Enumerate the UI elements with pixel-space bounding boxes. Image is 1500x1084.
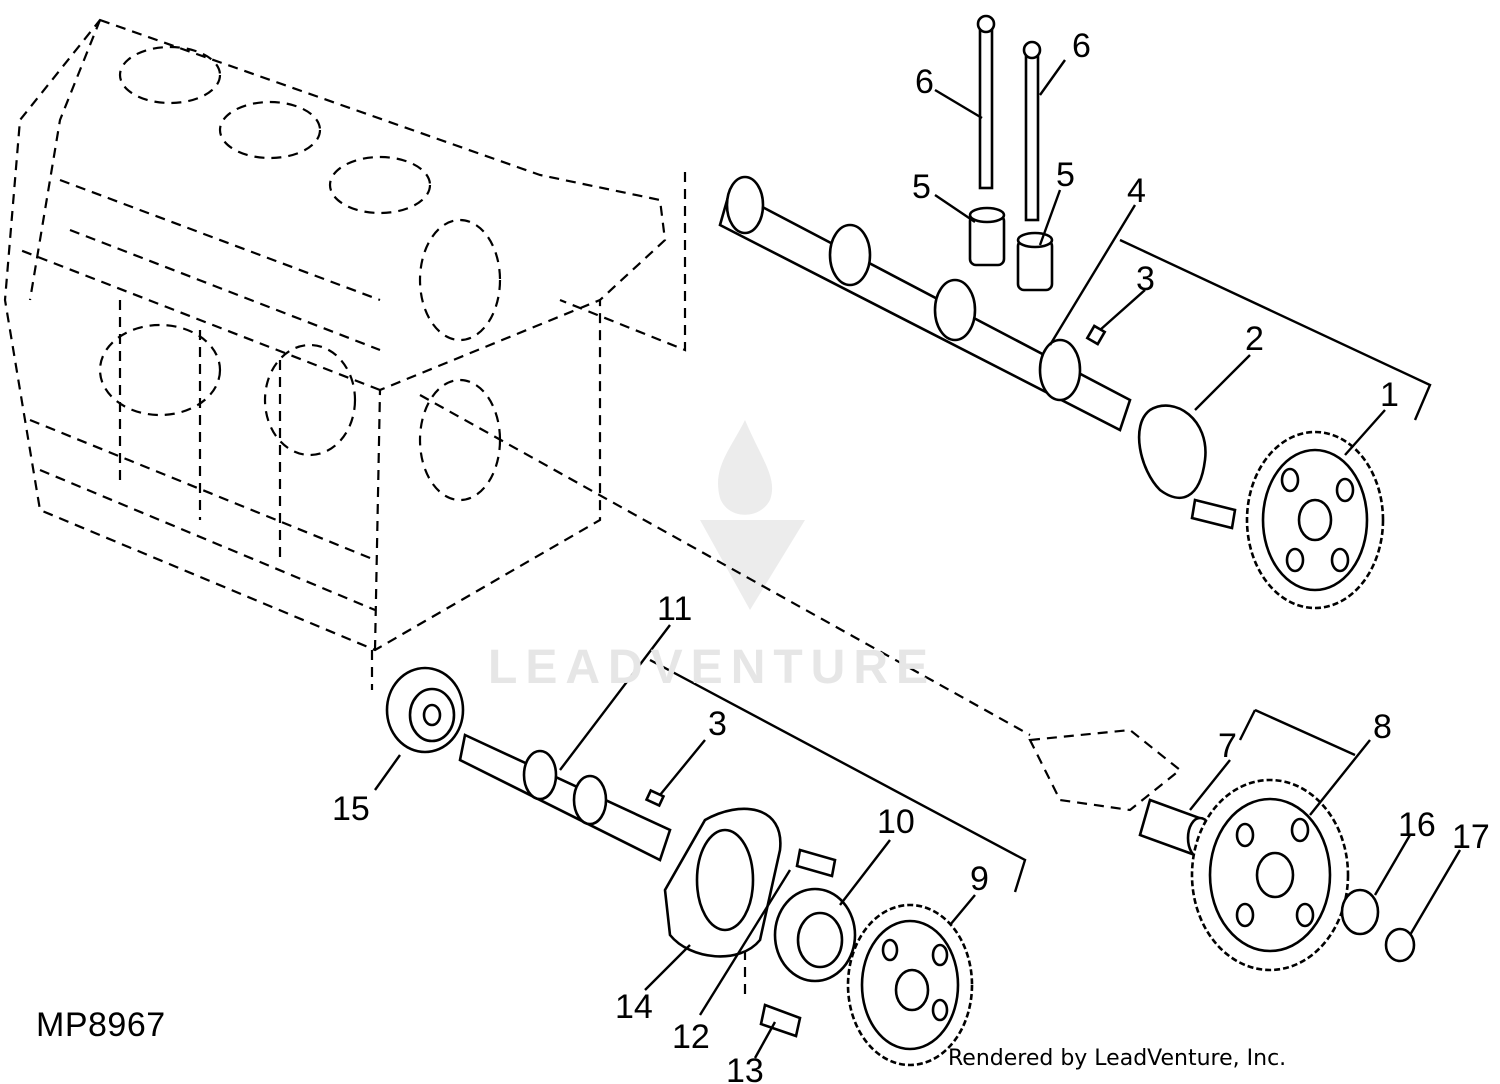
cam-follower-left (968, 206, 1006, 267)
alignment-line-camshaft (559, 172, 687, 352)
engine-block (3, 18, 667, 652)
push-rod-right (1022, 40, 1042, 222)
balancer-gear (846, 903, 974, 1067)
snap-ring (1384, 927, 1416, 963)
callout-1: 1 (1380, 376, 1399, 414)
thrust-washer (1340, 888, 1380, 936)
watermark-text: LEADVENTURE (488, 641, 937, 694)
callout-10: 10 (877, 803, 915, 841)
callout-3-upper: 3 (1136, 260, 1155, 298)
callout-14: 14 (615, 988, 653, 1026)
balancer-shaft (458, 733, 672, 862)
callout-4: 4 (1127, 172, 1146, 210)
alignment-line-balancer (419, 394, 1031, 736)
ball-bearing-15 (385, 666, 465, 754)
callout-6-right: 6 (1072, 27, 1091, 65)
thrust-plate-bolt (1190, 498, 1237, 530)
callout-5-left: 5 (912, 168, 931, 206)
callout-5-right: 5 (1056, 156, 1075, 194)
watermark-logo (700, 420, 805, 610)
key-lower (644, 788, 666, 808)
callout-13: 13 (726, 1052, 764, 1084)
push-rod-left (976, 14, 996, 190)
callout-7: 7 (1218, 727, 1237, 765)
drawing-id: MP8967 (36, 1006, 166, 1044)
cam-follower-right (1016, 231, 1054, 292)
idler-gear (1190, 778, 1350, 972)
lower-bolt-13 (759, 1003, 802, 1038)
callout-2: 2 (1245, 320, 1264, 358)
callout-3-lower: 3 (708, 705, 727, 743)
callout-9: 9 (970, 860, 989, 898)
render-credit: Rendered by LeadVenture, Inc. (948, 1046, 1287, 1071)
idler-mount (1028, 728, 1182, 812)
housing-bolt (795, 848, 837, 878)
camshaft-gear (1245, 430, 1385, 610)
callout-15: 15 (332, 790, 370, 828)
leader-lines (374, 59, 1462, 1059)
thrust-plate (1137, 404, 1207, 499)
callout-6-left: 6 (915, 63, 934, 101)
callout-16: 16 (1398, 806, 1436, 844)
bracket-camshaft-group (1119, 238, 1432, 421)
ball-bearing-10 (773, 887, 857, 983)
callout-12: 12 (672, 1018, 710, 1056)
bearing-housing (663, 807, 782, 958)
callout-11: 11 (657, 590, 692, 628)
bracket-balancer-group (649, 658, 1027, 893)
bracket-idler-group (1238, 708, 1356, 757)
camshaft (718, 175, 1132, 432)
callout-17: 17 (1452, 818, 1490, 856)
callout-8: 8 (1373, 708, 1392, 746)
